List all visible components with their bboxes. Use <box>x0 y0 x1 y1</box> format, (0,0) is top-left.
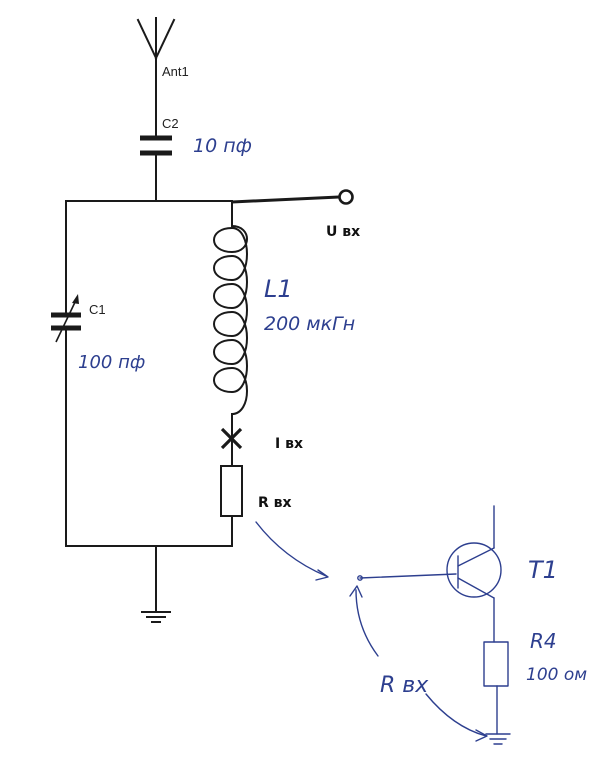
r-in-hand-label: R вх <box>380 673 429 698</box>
r-in-hand-arrows <box>349 585 488 742</box>
r4-label: R4 <box>530 629 557 653</box>
current-marker-icon <box>220 427 243 450</box>
l1-value: 200 мкГн <box>264 313 355 335</box>
i-in-label: I вх <box>275 436 303 452</box>
l1-label: L1 <box>264 275 293 303</box>
u-in-label: U вх <box>326 224 360 240</box>
top-rail <box>65 189 354 205</box>
c2-label: C2 <box>162 116 179 131</box>
c2-value: 10 пф <box>193 135 252 157</box>
r4-value: 100 ом <box>526 665 587 685</box>
c1-label: C1 <box>89 302 106 317</box>
antenna-symbol <box>136 17 176 137</box>
capacitor-c1 <box>51 200 81 547</box>
antenna-label: Ant1 <box>162 64 189 79</box>
capacitor-c2 <box>140 135 172 202</box>
ground-symbol <box>65 545 233 623</box>
resistor-r-in <box>220 465 243 547</box>
resistor-r4 <box>483 641 511 745</box>
transistor-t1 <box>357 505 502 643</box>
c1-value: 100 пф <box>78 352 145 373</box>
pointer-arrow <box>255 521 329 581</box>
r-in-label: R вх <box>258 495 292 511</box>
inductor-l1 <box>213 200 248 467</box>
t1-label: T1 <box>528 556 558 584</box>
